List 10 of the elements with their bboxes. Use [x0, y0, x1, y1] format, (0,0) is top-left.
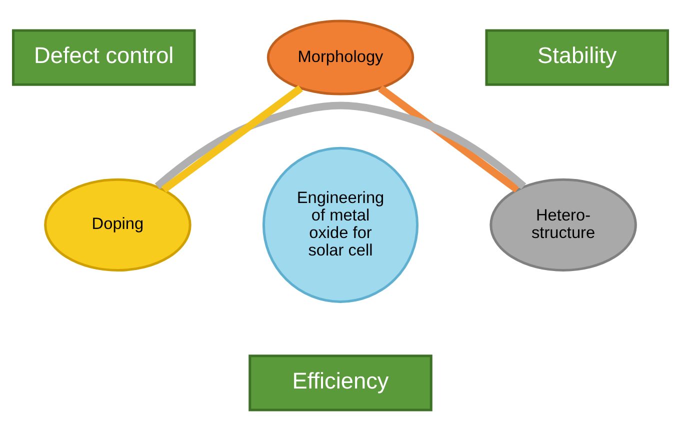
connector: [162, 85, 303, 193]
node-ellipse: Hetero- structure: [490, 178, 637, 272]
node-box: Defect control: [12, 29, 196, 86]
node-box: Stability: [485, 29, 670, 86]
node-box: Efficiency: [248, 354, 432, 412]
connector: [378, 85, 520, 193]
connector: [154, 102, 526, 190]
node-ellipse: Doping: [44, 178, 192, 272]
node-circle: Engineering of metal oxide for solar cell: [262, 146, 419, 303]
node-ellipse: Morphology: [266, 20, 414, 96]
